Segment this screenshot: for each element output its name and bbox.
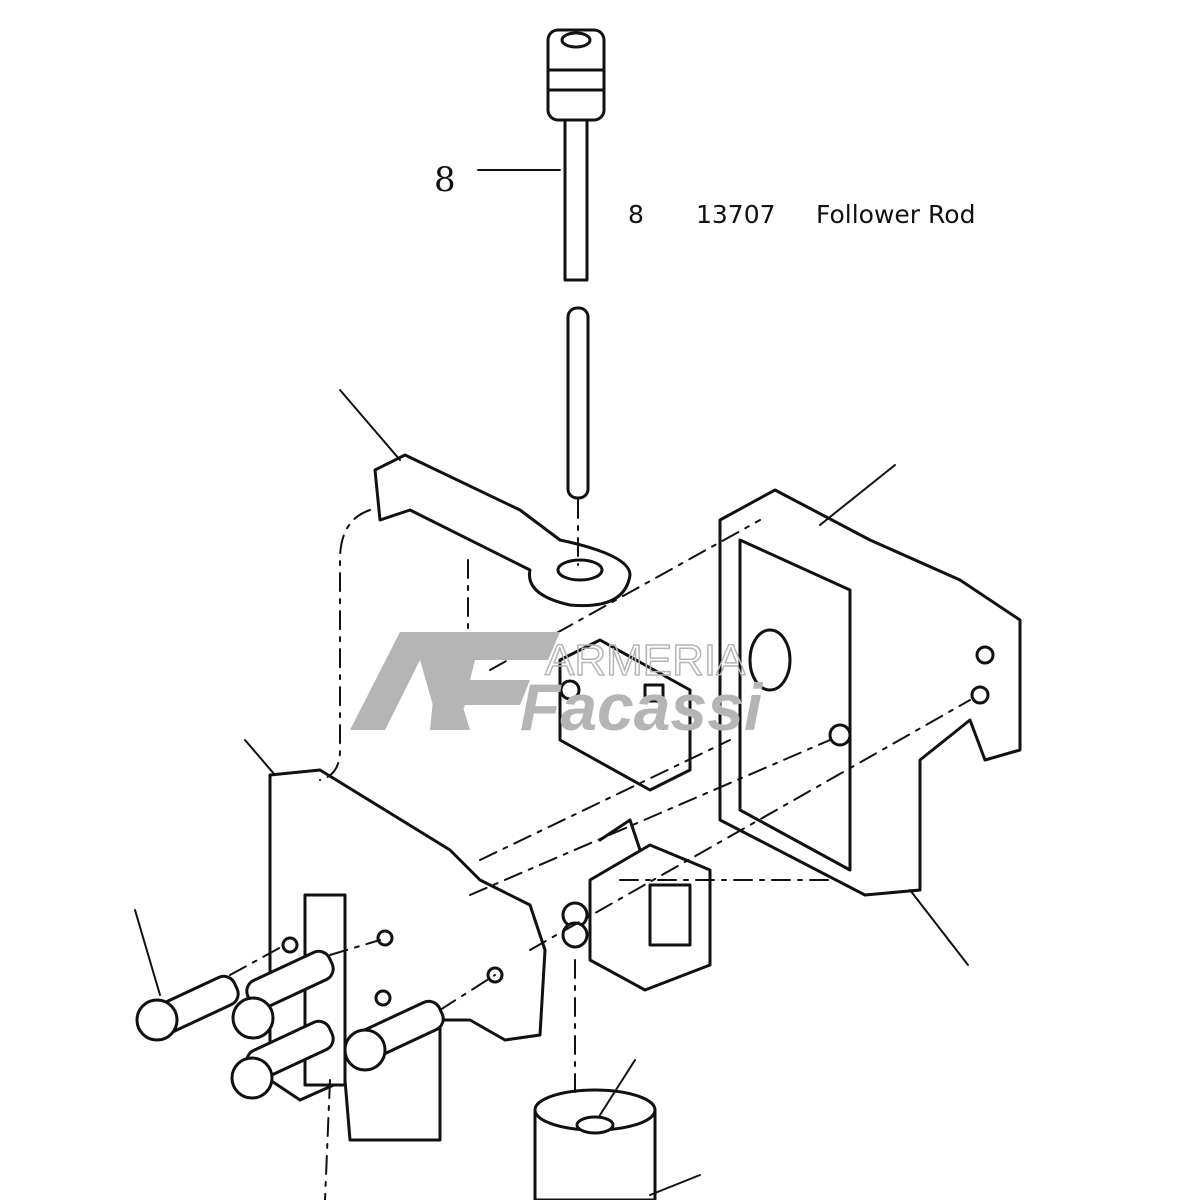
part-number: 13707 [696,200,776,229]
part-description: Follower Rod [816,200,976,229]
follower-rod [546,28,606,500]
svg-text:Facassi: Facassi [520,670,764,744]
callout-number: 8 [434,160,456,200]
screws [135,949,445,1100]
lever-arm [373,453,632,608]
knurled-nut [533,1088,657,1200]
svg-text:ARMERIA: ARMERIA [545,636,746,685]
part-ref: 8 [628,200,644,229]
microswitch [558,638,692,792]
trigger-housing [718,488,1022,897]
side-plate [268,768,547,1142]
watermark-logo: ARMERIA Facassi [350,632,764,744]
sensor-block [561,818,712,992]
